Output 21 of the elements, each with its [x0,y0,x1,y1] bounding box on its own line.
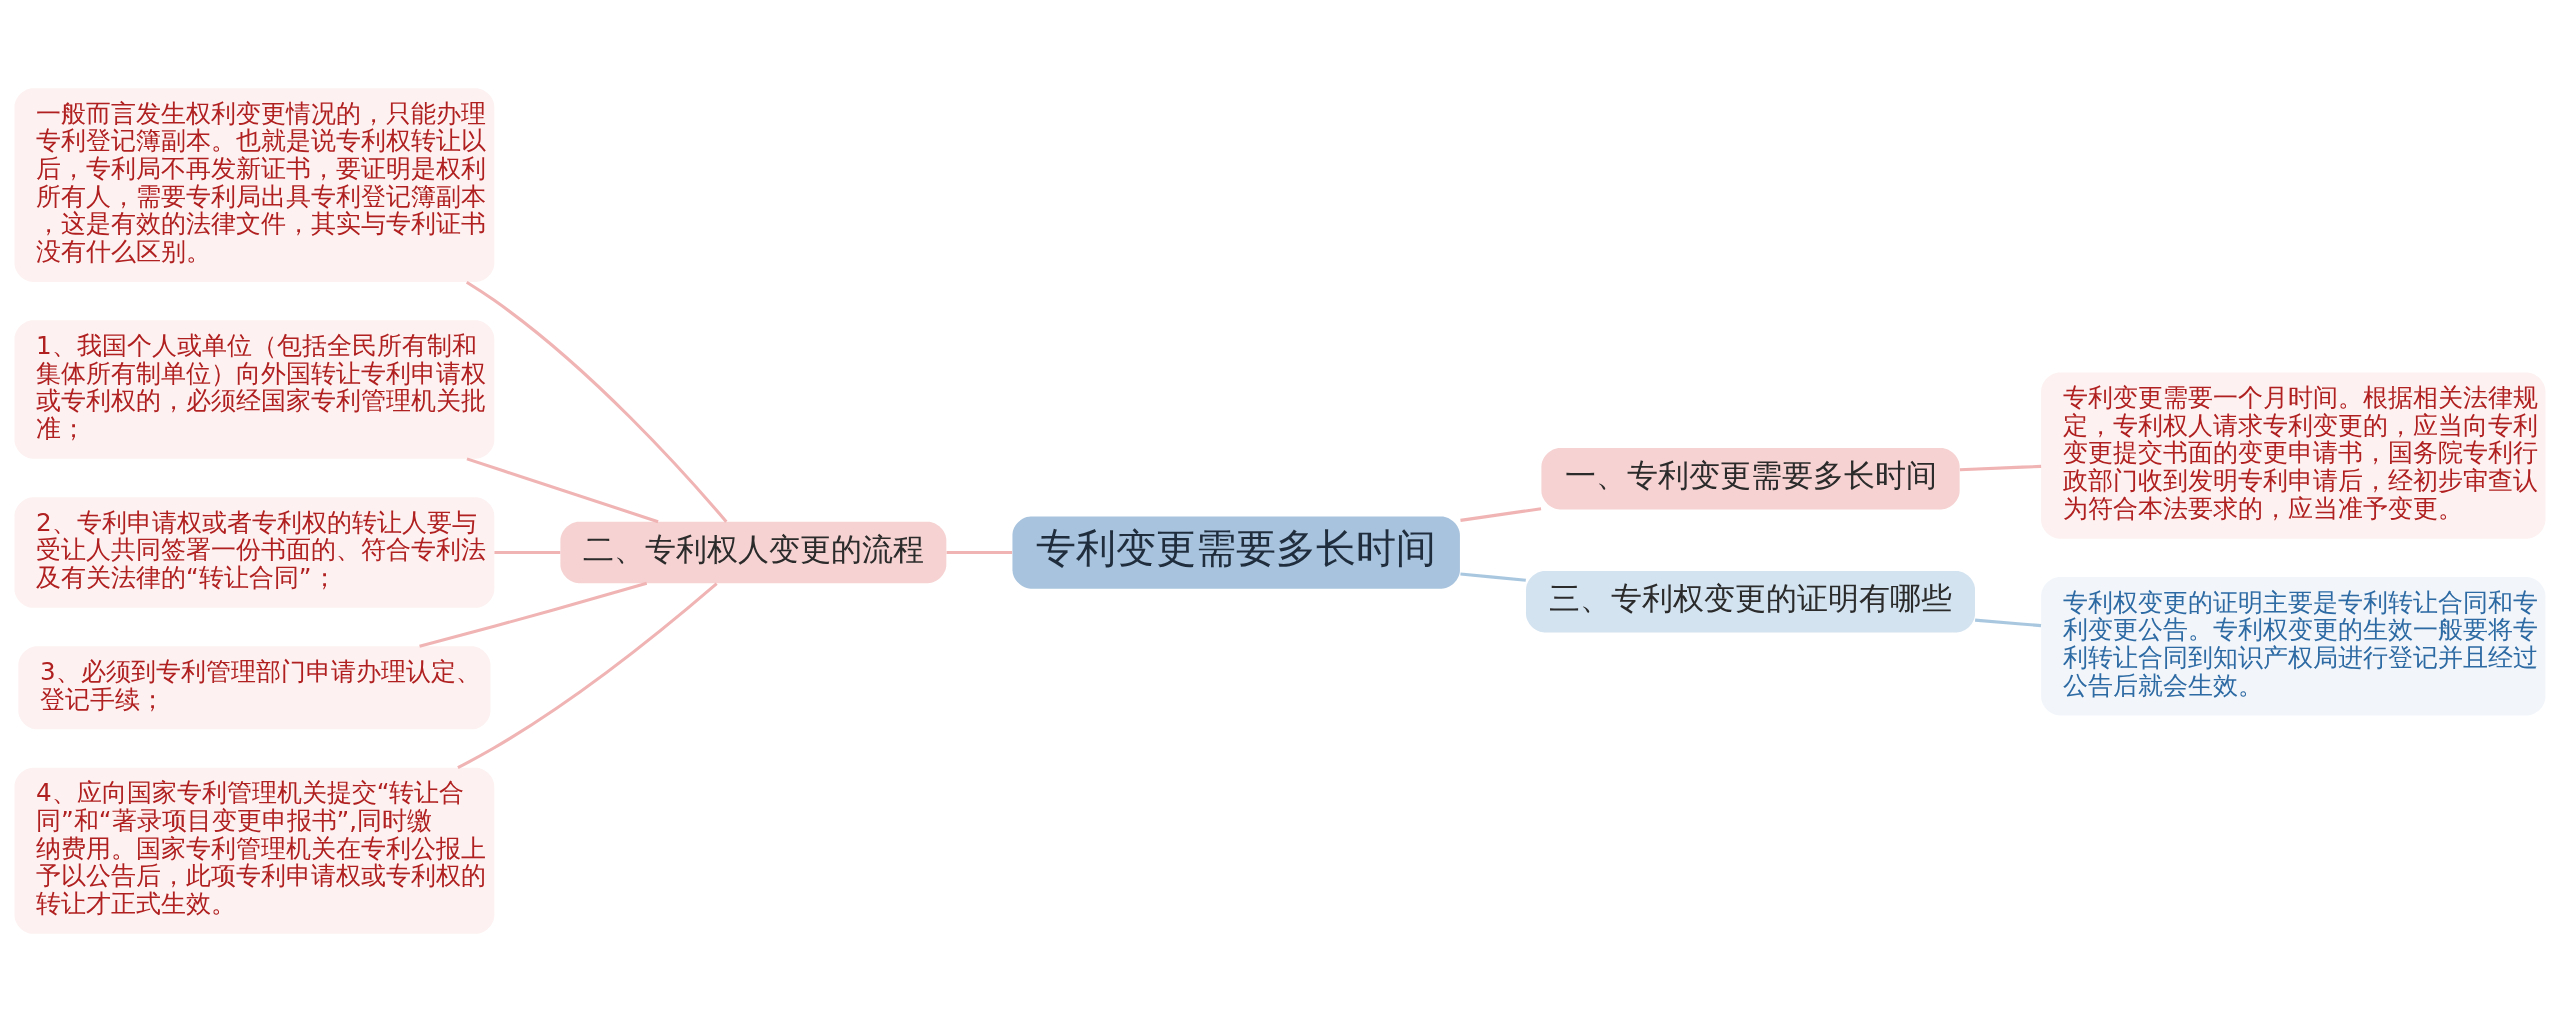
connector [457,581,718,769]
connector [465,280,728,523]
node-box: 一般而言发生权利变更情况的，只能办理专利登记簿副本。也就是说专利权转让以后，专利局不再发新证书，要证明是权利所有人，需要专利局出具专利登记簿副本，这是有效的法律文件，其实与专利证书没有什么区别。 [14,87,495,282]
node-box: 3、必须到专利管理部门申请办理认定、登记手续； [18,645,491,729]
connector [494,550,561,554]
node-box: 4、应向国家专利管理机关提交“转让合同”和“著录项目变更申报书”,同时缴纳费用。国家专利管理机关在专利公报上予以公告后，此项专利申请权或专利权的转让才正式生效。 [14,767,495,934]
node-box: 1、我国个人或单位（包括全民所有制和集体所有制单位）向外国转让专利申请权或专利权的，必须经国家专利管理机关批准； [14,319,495,459]
node-box: 一、专利变更需要多长时间 [1541,447,1960,509]
node-box: 专利变更需要多长时间 [1012,515,1460,589]
node-box: 专利权变更的证明主要是专利转让合同和专利变更公告。专利权变更的生效一般要将专利转让合同到知识产权局进行登记并且经过公告后就会生效。 [2041,576,2546,715]
connector [1460,571,1526,582]
connector [1959,464,2042,471]
connector [946,550,1013,554]
node-box: 二、专利权人变更的流程 [560,521,947,583]
connector [419,581,648,648]
node-box: 2、专利申请权或者专利权的转让人要与受让人共同签署一份书面的、符合专利法及有关法律的“转让合同”； [14,496,495,608]
node-box: 三、专利权变更的证明有哪些 [1526,570,1975,632]
connector [1460,506,1542,522]
connector [466,456,659,523]
connector [1974,618,2042,627]
node-box: 专利变更需要一个月时间。根据相关法律规定，专利权人请求专利变更的，应当向专利变更提交书面的变更申请书，国务院专利行政部门收到发明专利申请后，经初步审查认为符合本法要求的，应当准予变更。 [2041,372,2546,539]
